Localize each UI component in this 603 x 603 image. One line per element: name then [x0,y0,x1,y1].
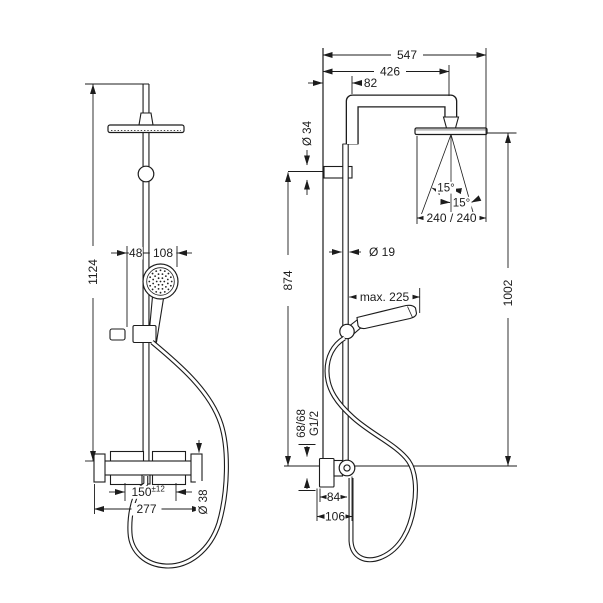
side-view [284,48,517,563]
supply-valve [318,457,356,488]
spray-face-dots [148,269,173,294]
dim-rail-to-handshower-label: 108 [153,246,173,260]
dim-holder-reach-label: max. 225 [360,290,410,304]
pivot-ball [339,323,355,340]
shower-arm [345,94,458,144]
overhead-shower-side [414,116,488,136]
dim-riser-diameter-label: Ø 19 [369,245,395,259]
dim-valve-width-label: 277 [136,502,156,516]
dim-handle-diameter-label: Ø 38 [198,490,210,515]
dim-inlet-offset-label: 68/68 [296,409,308,438]
dim-wall-to-riser-label: 82 [364,76,378,90]
dim-spray-angle-outer-label: 15° [453,197,470,209]
dim-arm-reach-overall-label: 547 [397,48,417,62]
dim-spray-width-label: 240 / 240 [426,211,476,225]
dim-bracket-diameter-label: Ø 34 [302,120,314,146]
dim-bracket-height-label: 874 [281,270,295,290]
dim-hose-offset-outer-label: 106 [325,510,345,524]
overhead-shower-front [107,112,185,134]
ball-joint [137,165,155,183]
front-view-dimensions: 1124 48 108 150±12 277 Ø 38 [85,83,210,523]
dim-head-to-valve-height-label: 1002 [501,279,515,306]
shower-hose-side [324,335,418,563]
dim-thread-size-label: G1/2 [309,411,321,436]
side-view-dimensions: 547 426 82 Ø 34 874 Ø 19 max. 225 1002 [281,48,517,524]
thermostat-body [102,460,193,476]
dim-hose-offset-inner-label: 84 [327,490,341,504]
dim-rail-to-bracket-label: 48 [129,246,143,260]
slide-bracket [109,324,157,344]
dim-spray-angle-inner-label: 15° [437,182,454,194]
thermostat-handle-left [93,453,106,483]
handshower-holder-side [339,304,418,340]
dim-overall-height-label: 1124 [86,259,100,285]
dim-arm-reach-center-label: 426 [380,65,400,79]
dim-connection-centers-label: 150±12 [132,485,166,500]
wall-bracket-side [323,165,353,179]
thermostat-handle-right [190,453,203,483]
